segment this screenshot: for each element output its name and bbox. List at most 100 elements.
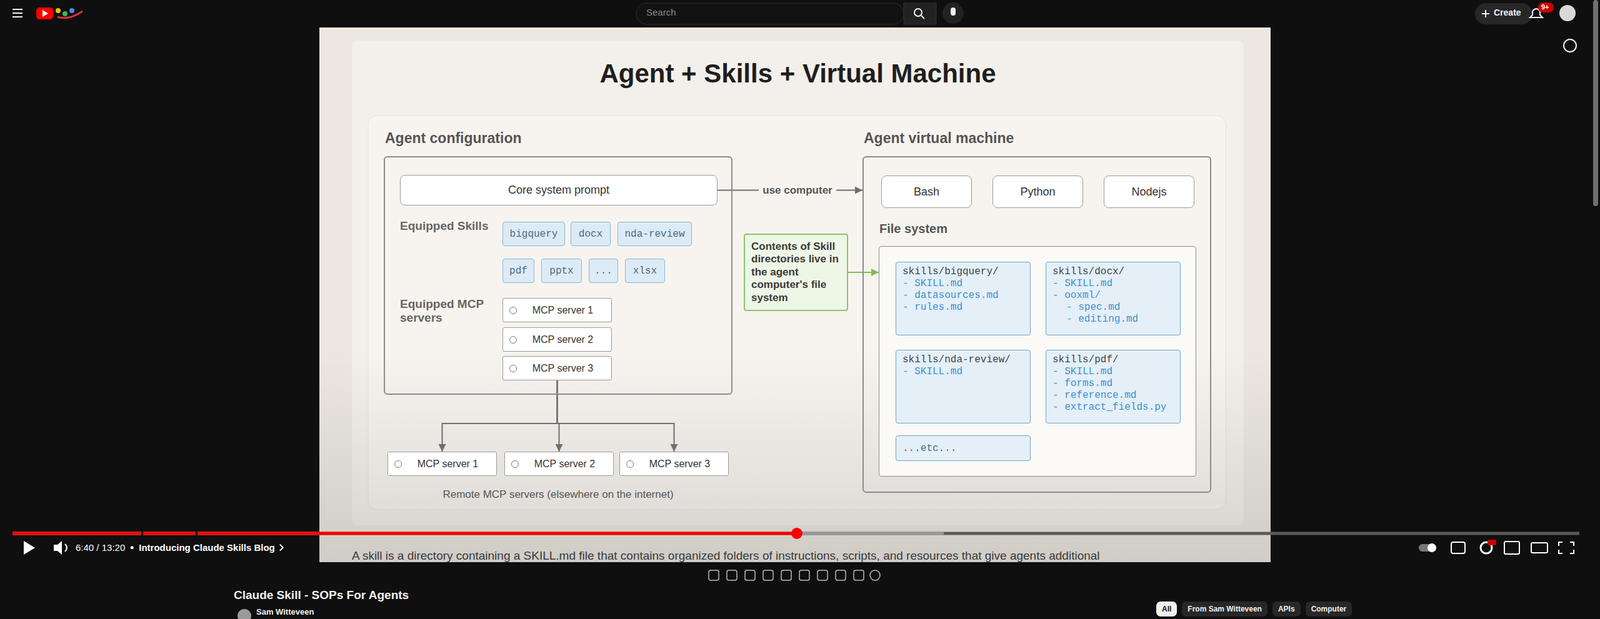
status-circle — [509, 306, 517, 315]
group-heading: File system — [879, 221, 948, 237]
section-label: Equipped Skills — [400, 219, 489, 234]
group-box: Agent virtual machineBashPythonNodejsFil… — [862, 156, 1212, 494]
notification-badge — [1538, 2, 1554, 13]
toolbar-icon — [853, 570, 864, 581]
mcp-server-box: MCP server 3 — [502, 356, 612, 381]
file-name: - editing.md — [1066, 313, 1139, 326]
mcp-server-box: MCP server 1 — [502, 298, 612, 323]
box-label: MCP server 1 — [532, 305, 594, 317]
mcp-server-box: MCP server 2 — [502, 327, 612, 352]
video-time: 6:40 / 13:20 — [75, 542, 125, 554]
directory-name: skills/pdf/ — [1052, 354, 1119, 367]
file-name: - forms.md — [1052, 378, 1113, 390]
skill-chip: pptx — [541, 258, 582, 284]
miniplayer-icon — [1504, 541, 1520, 555]
file-name: - extract_fields.py — [1052, 401, 1167, 414]
notification-count: 9+ — [1541, 3, 1550, 12]
logo-doodle — [55, 8, 61, 14]
toolbar-icon — [708, 570, 719, 581]
volume-icon — [53, 541, 62, 555]
box-label: xlsx — [633, 265, 657, 277]
file-name: - SKILL.md — [902, 278, 963, 290]
prompt-box: Nodejs — [1103, 175, 1195, 209]
chapter-gap — [195, 531, 198, 537]
info-icon — [1563, 39, 1577, 52]
file-name: - rules.md — [902, 301, 963, 314]
mic-icon — [950, 7, 956, 16]
toolbar-icon — [726, 570, 737, 581]
file-system-box: File systemskills/bigquery/- SKILL.md- d… — [878, 246, 1197, 477]
box-label: ... — [594, 265, 613, 277]
box-label: Core system prompt — [508, 183, 610, 197]
search-icon — [914, 8, 922, 17]
skill-chip: xlsx — [625, 258, 665, 284]
status-circle — [394, 460, 402, 469]
box-label: Nodejs — [1131, 185, 1167, 199]
video-frame — [319, 27, 1271, 563]
video-title: Claude Skill - SOPs For Agents — [233, 588, 409, 603]
prompt-box: Bash — [881, 175, 972, 209]
box-label: Contents of Skill directories live in th… — [751, 240, 841, 305]
prompt-box: Core system prompt — [400, 175, 718, 206]
box-label: pptx — [549, 265, 574, 277]
box-label: ...etc... — [902, 443, 957, 455]
mic-button — [942, 2, 964, 24]
autoplay-knob — [1427, 543, 1437, 553]
toolbar-icon — [799, 570, 810, 581]
toolbar-icon — [870, 570, 880, 581]
chapter-chevron — [280, 545, 284, 552]
status-circle — [509, 336, 517, 344]
file-name: - reference.md — [1052, 390, 1137, 402]
search-button — [903, 3, 937, 25]
logo-doodle — [69, 8, 75, 14]
chapter-bullet — [130, 546, 134, 550]
group-heading: Agent configuration — [385, 130, 522, 147]
box-label: MCP server 2 — [532, 334, 594, 346]
status-circle — [626, 460, 634, 469]
mcp-server-box: MCP server 1 — [387, 451, 497, 477]
chapter-gap — [141, 531, 144, 537]
progress-played — [12, 532, 797, 536]
box-label: Bash — [913, 185, 940, 199]
status-circle — [509, 365, 517, 373]
create-button-label: Create — [1493, 7, 1522, 18]
file-name: - SKILL.md — [902, 366, 963, 379]
box-label: bigquery — [510, 228, 559, 240]
search-icon — [921, 15, 925, 19]
toolbar-icon — [835, 570, 846, 581]
avatar — [1559, 5, 1576, 22]
filter-chip: APIs — [1272, 601, 1301, 617]
progress-buffer — [12, 532, 944, 536]
status-circle — [511, 460, 519, 469]
volume-icon — [65, 544, 67, 552]
directory-name: skills/docx/ — [1052, 266, 1125, 279]
mcp-server-box: MCP server 3 — [619, 451, 729, 477]
mcp-server-box: MCP server 2 — [504, 451, 614, 477]
menu-bar — [12, 12, 23, 14]
more-box: ...etc... — [895, 435, 1031, 462]
box-label: MCP server 1 — [417, 458, 479, 470]
fullscreen-icon — [1558, 542, 1574, 554]
box-label: pdf — [509, 265, 528, 277]
channel-avatar — [237, 609, 252, 619]
directory-name: skills/nda-review/ — [902, 354, 1011, 367]
toolbar-icon — [781, 570, 792, 581]
file-name: - datasources.md — [902, 290, 999, 302]
filter-chip: Computer — [1305, 601, 1353, 617]
box-label: nda-review — [624, 228, 685, 240]
diagram-title: Agent + Skills + Virtual Machine — [351, 58, 1244, 89]
hd-badge — [1487, 540, 1497, 546]
autoplay-toggle — [1418, 544, 1437, 552]
group-heading: Agent virtual machine — [863, 130, 1014, 147]
callout-box: Contents of Skill directories live in th… — [743, 233, 849, 312]
filter-chip: From Sam Witteveen — [1181, 601, 1268, 617]
toolbar-icon — [745, 570, 755, 581]
menu-bar — [12, 16, 23, 18]
scrollbar-thumb — [1593, 0, 1599, 207]
prompt-box: Python — [992, 175, 1084, 209]
plus-icon — [1485, 10, 1487, 18]
box-label: docx — [578, 228, 603, 240]
box-label: Python — [1020, 185, 1055, 199]
